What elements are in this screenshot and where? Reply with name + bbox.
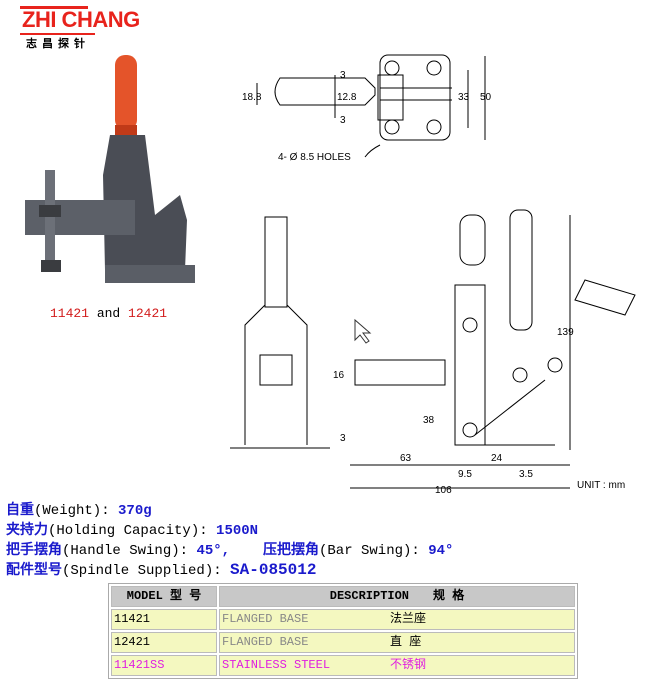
clamp-photo	[25, 55, 195, 283]
caption-model-b: 12421	[128, 306, 168, 321]
dim-63: 63	[400, 453, 412, 464]
dim-139: 139	[557, 327, 574, 338]
dim-12-8: 12.8	[337, 92, 357, 103]
side-view-drawing: 16 38 139 63 9.5 24 3.5 106 3 UNIT : mm	[230, 209, 636, 495]
mouse-cursor-icon	[354, 318, 372, 344]
logo: ZHI CHANG 志昌探针	[0, 0, 140, 55]
top-view-drawing: 18.8 12.8 3 3 33 50 4- Ø 8.5 HOLES	[242, 54, 492, 163]
caption-model-a: 11421	[50, 306, 90, 321]
cell-model: 12421	[111, 632, 217, 653]
logo-brand-cn: 志昌探针	[26, 37, 90, 50]
dim-50: 50	[480, 92, 492, 103]
dim-9-5: 9.5	[458, 469, 472, 480]
unit-label: UNIT : mm	[577, 480, 625, 491]
holes-label: 4- Ø 8.5 HOLES	[278, 152, 351, 163]
dim-16: 16	[333, 370, 345, 381]
spec-handle-swing: 把手摆角(Handle Swing): 45°,	[6, 543, 231, 559]
spec-spindle: 配件型号(Spindle Supplied): SA-085012	[6, 561, 317, 580]
dim-18-8: 18.8	[242, 92, 262, 103]
cell-model: 11421	[111, 609, 217, 630]
logo-brand: ZHI CHANG	[22, 7, 140, 32]
logo-bar-top	[20, 6, 88, 9]
dim-38: 38	[423, 415, 435, 426]
caption-and: and	[96, 306, 121, 321]
dim-3: 3	[340, 115, 346, 126]
spec-bar-swing: 压把摆角(Bar Swing): 94°	[263, 543, 454, 559]
photo-caption: 11421 and 12421	[50, 306, 167, 322]
dim-106: 106	[435, 485, 452, 495]
dim-24: 24	[491, 453, 503, 464]
dim-3: 3	[340, 433, 346, 444]
spec-weight: 自重(Weight): 370g	[6, 503, 152, 519]
dim-3: 3	[340, 70, 346, 81]
header-description: DESCRIPTION 规 格	[219, 586, 575, 607]
logo-bar-bottom	[20, 33, 95, 35]
dim-33: 33	[458, 92, 470, 103]
cell-model: 11421SS	[111, 655, 217, 676]
spec-holding-capacity: 夹持力(Holding Capacity): 1500N	[6, 523, 259, 539]
header-model: MODEL 型 号	[111, 586, 217, 607]
dim-3-5: 3.5	[519, 469, 533, 480]
